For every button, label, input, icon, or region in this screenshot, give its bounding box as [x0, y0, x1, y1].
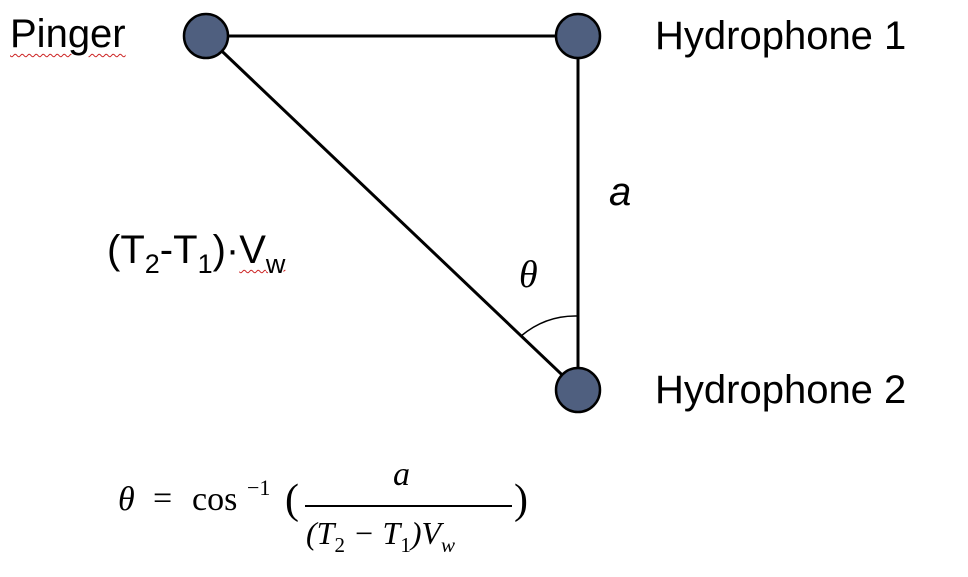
formula-right-paren: ): [514, 477, 528, 523]
hyp-sub-w: w: [265, 249, 286, 279]
hyp-sub-1: 1: [197, 249, 213, 279]
den-sub-w: w: [441, 533, 456, 557]
edge-a-label: a: [609, 170, 632, 214]
formula-numerator: a: [393, 456, 410, 493]
den-close: )V: [410, 515, 442, 551]
hydrophone2-label: Hydrophone 2: [655, 368, 907, 412]
angle-arc: [520, 315, 579, 337]
pinger-label: Pinger: [10, 12, 126, 56]
formula-lhs: θ: [118, 481, 135, 518]
hypotenuse-label: (T2-T1)·Vw: [107, 228, 285, 280]
pinger-node: [182, 12, 230, 60]
formula-exponent: −1: [247, 475, 271, 500]
hyp-sub-2: 2: [144, 249, 160, 279]
hyp-v: V: [239, 228, 266, 272]
den-minus: − T: [344, 515, 401, 551]
edge-pinger-hydrophone2: [204, 34, 580, 392]
hydrophone1-label: Hydrophone 1: [655, 14, 907, 58]
hydrophone2-node: [554, 366, 602, 414]
formula-cos: cos: [192, 481, 238, 518]
den-sub-2: 2: [334, 533, 345, 557]
den-open: (T: [306, 515, 335, 551]
hydrophone1-node: [554, 12, 602, 60]
hyp-mid: )·: [212, 228, 240, 272]
hyp-dash: -T: [159, 228, 198, 272]
formula-equals: =: [153, 480, 173, 517]
hyp-velocity: Vw: [239, 228, 285, 279]
fraction-bar: [305, 505, 512, 507]
hyp-open: (T: [107, 228, 145, 272]
formula-denominator: (T2 − T1)Vw: [306, 515, 455, 558]
den-sub-1: 1: [400, 533, 411, 557]
formula-left-paren: (: [285, 477, 299, 523]
angle-theta-label: θ: [519, 254, 538, 296]
